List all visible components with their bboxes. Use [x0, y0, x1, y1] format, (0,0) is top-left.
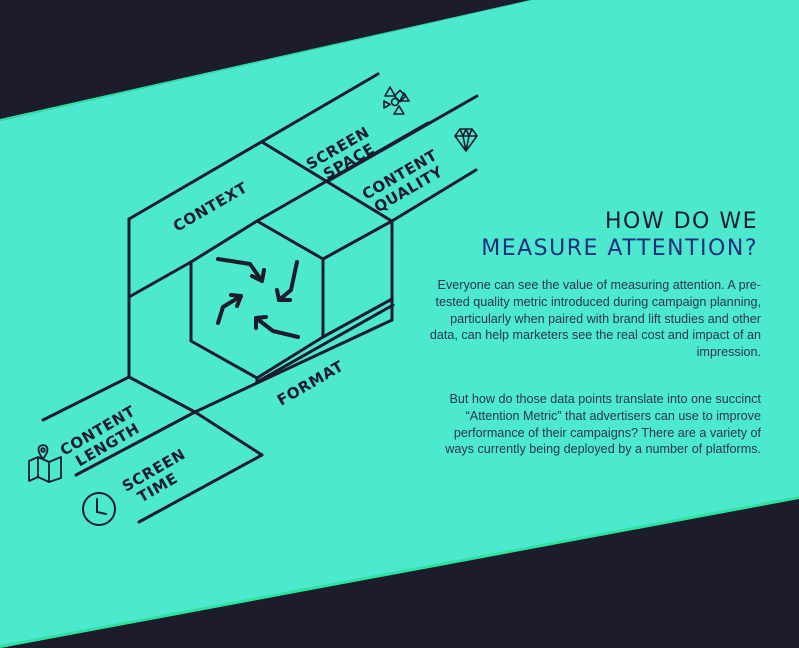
clock-icon: [82, 492, 116, 526]
body-paragraph-1: Everyone can see the value of measuring …: [429, 278, 761, 360]
map-icon: [28, 444, 62, 483]
top-stripe-lines: [127, 72, 380, 221]
diamond-icon: [454, 128, 478, 152]
headline-line-1: HOW DO WE: [604, 209, 758, 234]
headline: HOW DO WE MEASURE ATTENTION?: [481, 208, 758, 262]
connector-lines: [127, 260, 193, 299]
headline-line-2: MEASURE ATTENTION?: [481, 236, 758, 261]
band-edge-bottom: [0, 496, 799, 648]
attention-diagram: [41, 72, 479, 524]
shapes-icon: [383, 86, 410, 115]
bottom-stripe-lines: [41, 375, 131, 422]
inward-arrows-icon: [216, 257, 300, 339]
body-paragraph-2: But how do those data points translate i…: [445, 392, 761, 457]
